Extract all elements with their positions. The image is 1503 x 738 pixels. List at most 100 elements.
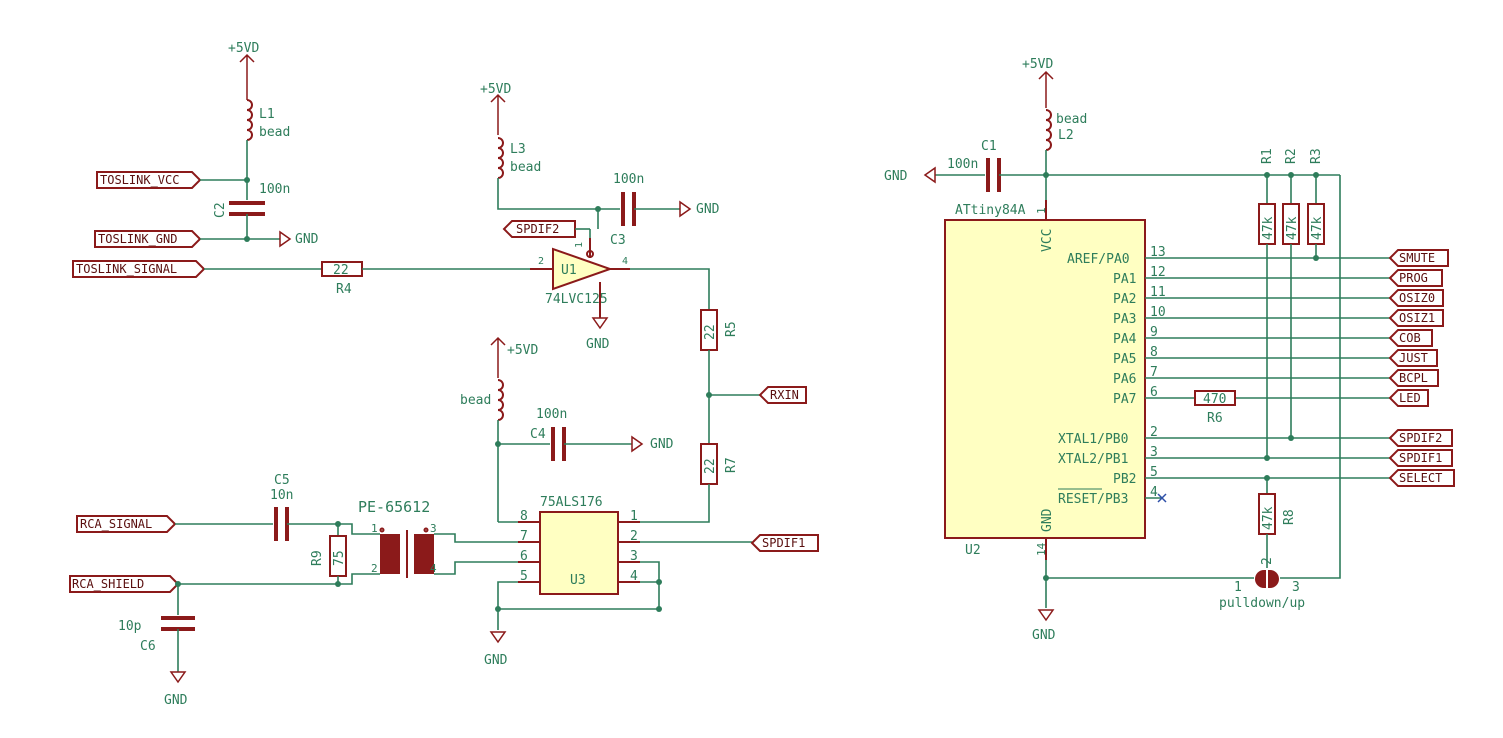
svg-text:JUST: JUST xyxy=(1399,351,1428,365)
inductor-l3: L3 bead xyxy=(497,137,541,179)
gnd-symbol-right-1: GND xyxy=(884,166,936,184)
svg-text:7: 7 xyxy=(1150,365,1158,380)
svg-text:TOSLINK_GND: TOSLINK_GND xyxy=(98,232,177,246)
svg-text:8: 8 xyxy=(1150,345,1158,360)
svg-text:14: 14 xyxy=(1035,542,1048,556)
svg-text:2: 2 xyxy=(371,562,378,575)
svg-text:TOSLINK_SIGNAL: TOSLINK_SIGNAL xyxy=(76,262,177,276)
net-labels-right: SMUTE PROG OSIZ0 OSIZ1 COB JUST BCPL LED… xyxy=(1388,249,1455,487)
svg-text:PB2: PB2 xyxy=(1113,472,1136,487)
svg-text:11: 11 xyxy=(1150,285,1166,300)
svg-text:bead: bead xyxy=(460,393,491,408)
resistor-r4: 22 R4 xyxy=(321,261,363,297)
svg-text:R7: R7 xyxy=(724,457,739,473)
svg-text:1: 1 xyxy=(630,509,638,524)
svg-text:SMUTE: SMUTE xyxy=(1399,251,1435,265)
svg-text:13: 13 xyxy=(1150,245,1166,260)
label-toslink-vcc: TOSLINK_VCC xyxy=(96,171,202,189)
svg-text:SPDIF2: SPDIF2 xyxy=(516,222,559,236)
inductor-l2: bead L2 xyxy=(1045,109,1087,151)
svg-text:+5VD: +5VD xyxy=(1022,57,1053,72)
svg-text:6: 6 xyxy=(520,549,528,564)
resistor-r3: 47k R3 xyxy=(1307,148,1325,261)
capacitor-c2: 100n C2 xyxy=(213,182,290,218)
buffer-u1: U1 2 4 74LVC125 1 GND xyxy=(530,238,630,352)
svg-text:R8: R8 xyxy=(1282,509,1297,525)
svg-text:U2: U2 xyxy=(965,543,981,558)
label-rxin: RXIN xyxy=(758,386,807,404)
svg-text:PA4: PA4 xyxy=(1113,332,1137,347)
svg-text:BCPL: BCPL xyxy=(1399,371,1428,385)
power-5vd-right: +5VD xyxy=(1022,57,1054,108)
svg-text:C4: C4 xyxy=(530,427,546,442)
capacitor-c3: 100n C3 xyxy=(610,172,644,248)
gnd-symbol-5: GND xyxy=(164,671,188,708)
svg-text:7: 7 xyxy=(520,529,528,544)
label-rca-shield: RCA_SHIELD xyxy=(69,575,180,593)
label-toslink-signal: TOSLINK_SIGNAL xyxy=(72,260,206,278)
svg-text:RCA_SHIELD: RCA_SHIELD xyxy=(72,577,144,591)
inductor-l1: L1 bead xyxy=(246,99,290,141)
svg-text:1: 1 xyxy=(371,522,378,535)
svg-text:100n: 100n xyxy=(536,407,567,422)
capacitor-c4: 100n C4 xyxy=(530,407,567,461)
transformer-t1: PE-65612 1 2 3 4 xyxy=(358,498,437,578)
svg-text:GND: GND xyxy=(295,232,319,247)
svg-text:+5VD: +5VD xyxy=(480,82,511,97)
svg-text:10n: 10n xyxy=(270,488,293,503)
svg-text:C6: C6 xyxy=(140,639,156,654)
svg-text:GND: GND xyxy=(696,202,720,217)
resistor-r7: 22 R7 xyxy=(700,443,739,485)
svg-text:12: 12 xyxy=(1150,265,1166,280)
svg-text:VCC: VCC xyxy=(1040,229,1055,252)
svg-text:PA6: PA6 xyxy=(1113,372,1136,387)
svg-text:OSIZ0: OSIZ0 xyxy=(1399,291,1435,305)
svg-text:bead: bead xyxy=(259,125,290,140)
svg-text:XTAL2/PB1: XTAL2/PB1 xyxy=(1058,452,1128,467)
svg-text:100n: 100n xyxy=(613,172,644,187)
svg-text:RESET/PB3: RESET/PB3 xyxy=(1058,492,1128,507)
svg-text:C2: C2 xyxy=(213,202,228,218)
svg-text:1: 1 xyxy=(574,242,585,248)
svg-text:9: 9 xyxy=(1150,325,1158,340)
svg-text:1: 1 xyxy=(1234,580,1242,595)
gnd-symbol-4: GND xyxy=(484,631,508,668)
svg-text:OSIZ1: OSIZ1 xyxy=(1399,311,1435,325)
gnd-symbol-1: GND xyxy=(279,230,319,248)
power-5vd-2: +5VD xyxy=(480,82,511,135)
svg-text:2: 2 xyxy=(630,529,638,544)
capacitor-c6: 10p C6 xyxy=(118,616,195,654)
svg-text:XTAL1/PB0: XTAL1/PB0 xyxy=(1058,432,1128,447)
power-5vd-3: +5VD xyxy=(490,336,538,378)
svg-text:U3: U3 xyxy=(570,573,586,588)
svg-text:L1: L1 xyxy=(259,107,275,122)
svg-text:6: 6 xyxy=(1150,385,1158,400)
svg-text:GND: GND xyxy=(586,337,610,352)
svg-text:R1: R1 xyxy=(1260,148,1275,164)
label-spdif1-left: SPDIF1 xyxy=(750,534,819,552)
gnd-symbol-3: GND xyxy=(631,435,674,453)
capacitor-c5: C5 10n xyxy=(270,473,293,541)
svg-text:AREF/PA0: AREF/PA0 xyxy=(1067,252,1130,267)
label-toslink-gnd: TOSLINK_GND xyxy=(94,230,202,248)
svg-text:2: 2 xyxy=(1150,425,1158,440)
svg-text:75: 75 xyxy=(332,550,347,566)
svg-text:PA2: PA2 xyxy=(1113,292,1136,307)
svg-text:10: 10 xyxy=(1150,305,1166,320)
svg-text:R4: R4 xyxy=(336,282,352,297)
label-rca-signal: RCA_SIGNAL xyxy=(76,515,177,533)
gnd-symbol-2: GND xyxy=(679,200,720,218)
svg-text:3: 3 xyxy=(630,549,638,564)
svg-text:LED: LED xyxy=(1399,391,1421,405)
svg-text:GND: GND xyxy=(884,169,908,184)
svg-text:3: 3 xyxy=(1150,445,1158,460)
svg-text:470: 470 xyxy=(1203,392,1226,407)
svg-text:L3: L3 xyxy=(510,142,526,157)
resistor-r6: 470 R6 xyxy=(1194,390,1236,426)
svg-text:22: 22 xyxy=(333,263,349,278)
svg-text:R9: R9 xyxy=(310,550,325,566)
svg-text:GND: GND xyxy=(650,437,674,452)
svg-text:L2: L2 xyxy=(1058,128,1074,143)
svg-text:5: 5 xyxy=(1150,465,1158,480)
